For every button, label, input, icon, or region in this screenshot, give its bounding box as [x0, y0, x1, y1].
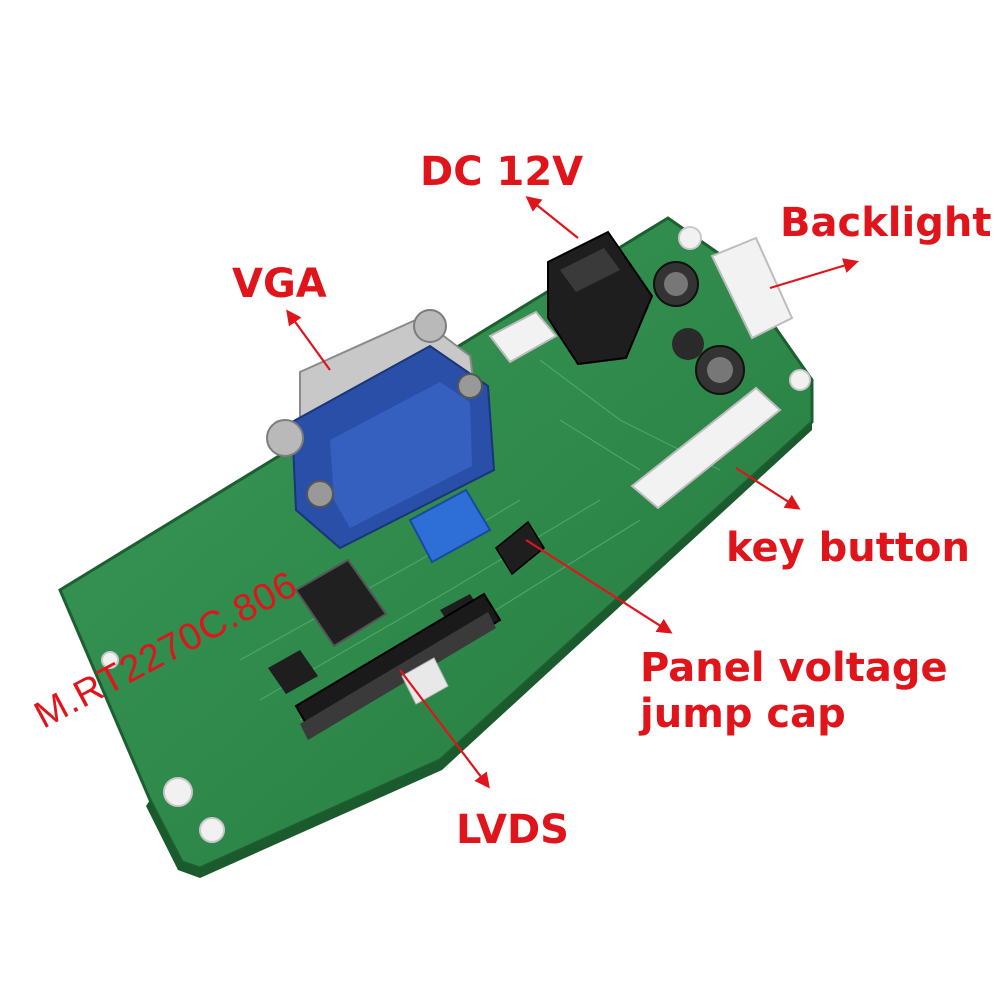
label-panel-voltage: Panel voltage jump cap — [640, 645, 948, 737]
lvds-header — [294, 592, 502, 740]
mounting-hole — [199, 817, 225, 843]
blue-header — [408, 488, 492, 564]
mounting-hole — [678, 226, 702, 250]
vga-connector — [266, 309, 496, 550]
key-button-connector — [630, 386, 782, 510]
label-panel-voltage-line1: Panel voltage — [640, 645, 948, 691]
white-sticker — [401, 657, 449, 705]
dc-jack — [547, 230, 654, 366]
capacitors — [653, 261, 745, 395]
arrow-dc — [525, 196, 579, 239]
arrow-vga — [286, 309, 331, 371]
label-backlight: Backlight — [780, 200, 992, 246]
small-chip — [268, 650, 318, 694]
panel-voltage-jumper — [495, 520, 545, 576]
label-panel-voltage-line2: jump cap — [640, 691, 846, 737]
callout-arrows — [286, 196, 859, 789]
arrow-backlight — [769, 258, 859, 290]
backlight-connector — [710, 236, 794, 340]
mounting-hole — [163, 777, 193, 807]
main-chip — [294, 558, 388, 648]
arrow-lvds — [399, 669, 490, 789]
mounting-hole — [789, 369, 811, 391]
label-dc-12v: DC 12V — [420, 149, 584, 195]
aux-connector — [488, 310, 558, 364]
arrow-key-button — [735, 467, 801, 510]
label-lvds: LVDS — [456, 807, 569, 853]
label-vga: VGA — [232, 261, 327, 307]
arrow-panel-voltage — [525, 539, 673, 634]
label-key-button: key button — [726, 525, 970, 571]
mounting-hole — [101, 651, 119, 669]
